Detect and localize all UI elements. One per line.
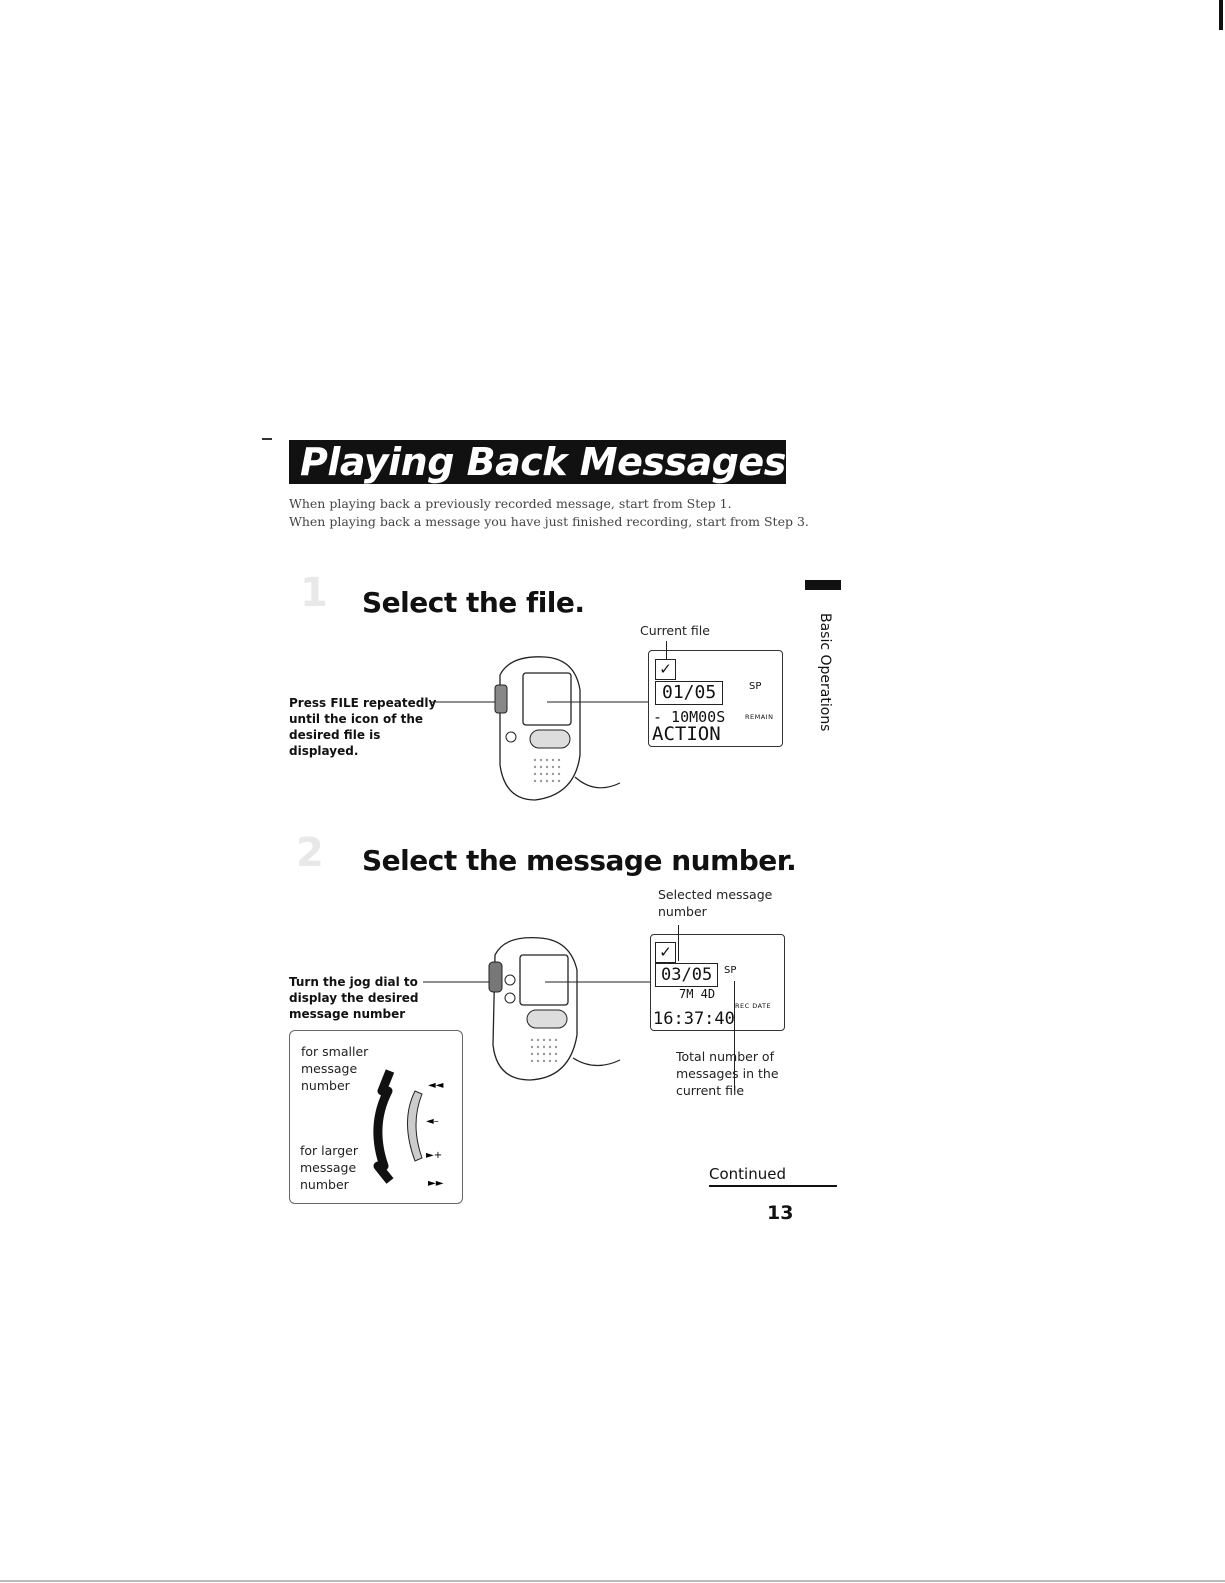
step-1-number-graphic: 1 xyxy=(300,570,328,616)
jog-dial xyxy=(488,961,503,993)
step-2-heading: Select the message number. xyxy=(362,844,797,877)
step-2-lcd-display: ✓ 03/05 SP 7M 4D REC DATE 16:37:40 xyxy=(650,925,785,1091)
step-1-instruction: Press FILE repeatedly until the icon of … xyxy=(289,696,437,758)
jog-dial-diagram: ◄◄ ◄– ►+ ►► xyxy=(373,1069,444,1189)
page-bottom-edge xyxy=(0,1580,1225,1582)
strap xyxy=(574,776,621,789)
intro-line-1: When playing back a previously recorded … xyxy=(289,496,732,511)
page-title: Playing Back Messages xyxy=(300,440,786,484)
file-check-icon: ✓ xyxy=(655,942,676,963)
file-button xyxy=(494,684,508,714)
step-1-heading: Select the file. xyxy=(362,586,585,619)
file-name: ACTION xyxy=(652,723,721,745)
play-button xyxy=(526,1009,568,1029)
play-button xyxy=(529,729,571,749)
jog-dial-icon xyxy=(407,1090,423,1162)
smaller-number-label: for smaller message number xyxy=(301,1044,369,1093)
section-tab-marker xyxy=(805,580,841,590)
recorder-screen xyxy=(522,672,572,726)
step-1-device-illustration xyxy=(430,656,650,801)
forward-mark: ►► xyxy=(428,1178,444,1189)
strap xyxy=(572,1057,621,1067)
step-1-lcd-display: ✓ 01/05 SP - 10M00S REMAIN ACTION xyxy=(648,641,783,747)
minus-mark: ◄– xyxy=(426,1116,439,1127)
recorder-screen xyxy=(519,954,569,1006)
section-tab-label: Basic Operations xyxy=(817,613,833,732)
recording-date: 7M 4D xyxy=(679,987,716,1001)
title-banner xyxy=(289,440,786,484)
round-button-2 xyxy=(504,992,516,1004)
step-2-instruction: Turn the jog dial to display the desired… xyxy=(289,975,419,1021)
margin-mark xyxy=(262,438,272,440)
step-2-number-graphic: 2 xyxy=(296,830,324,876)
larger-number-label: for larger message number xyxy=(300,1143,358,1192)
jog-dial-direction-box: for smaller message number for larger me… xyxy=(289,1030,463,1204)
step-2-device-illustration xyxy=(423,936,650,1081)
recording-time: 16:37:40 xyxy=(653,1009,735,1029)
selected-message-pointer xyxy=(678,925,679,961)
intro-line-2: When playing back a message you have jus… xyxy=(289,513,809,529)
rewind-mark: ◄◄ xyxy=(428,1080,444,1091)
rec-date-label: REC DATE xyxy=(735,1002,772,1010)
round-button xyxy=(504,974,516,986)
recording-mode: SP xyxy=(749,681,762,692)
rotation-arrow-icon xyxy=(373,1069,395,1184)
plus-mark: ►+ xyxy=(426,1150,442,1161)
remain-label: REMAIN xyxy=(745,713,774,721)
selected-message-callout: Selected message number xyxy=(658,887,773,919)
recording-mode: SP xyxy=(724,965,737,976)
current-file-callout: Current file xyxy=(640,623,710,638)
file-check-icon: ✓ xyxy=(655,659,676,680)
current-file-pointer xyxy=(666,641,667,659)
page-edge-mark xyxy=(1219,0,1223,30)
total-messages-callout: Total number of messages in the current … xyxy=(676,1049,779,1098)
remaining-time: - 10M00S xyxy=(653,708,726,726)
total-messages-pointer xyxy=(734,981,735,1091)
message-counter: 03/05 xyxy=(655,963,719,987)
message-counter: 01/05 xyxy=(655,681,724,705)
round-button xyxy=(505,731,517,743)
continued-label: Continued xyxy=(709,1165,837,1187)
intro-text: When playing back a previously recorded … xyxy=(289,495,809,530)
page-number: 13 xyxy=(767,1202,794,1224)
